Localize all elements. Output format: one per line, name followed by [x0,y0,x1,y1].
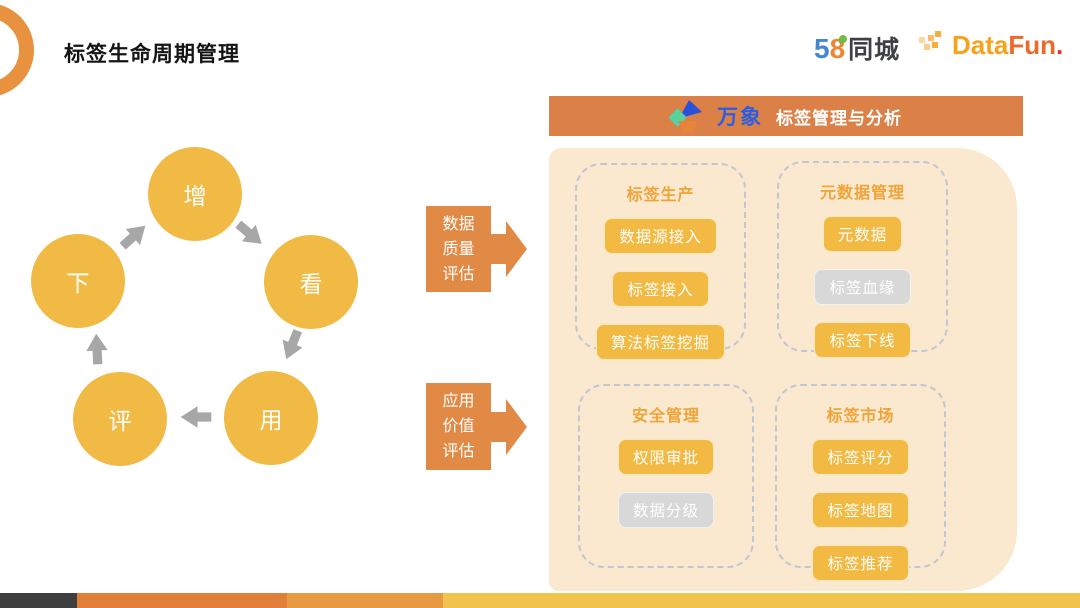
footer-stripe-orange [77,593,287,608]
datafun-dots-icon [932,42,938,48]
group-title: 标签生产 [626,187,695,204]
wanxiang-logo-orange-shape [678,121,698,132]
callout-data-quality: 数据 质量 评估 [426,206,491,292]
cycle-arrow-icon [83,331,111,366]
lifecycle-node-label: 用 [259,407,283,433]
logo-58-city: 同城 [848,36,901,64]
callout-line: 应用 [442,393,475,410]
panel-button[interactable]: 数据源接入 [604,218,717,254]
lifecycle-node-use: 用 [224,371,318,465]
cycle-arrow-icon [179,404,213,430]
58-tongcheng-logo: 5 8 同城 [814,30,900,66]
product-name: 万象 [717,106,763,129]
lifecycle-node-view: 看 [264,235,358,329]
datafun-logo: Data Fun . [932,30,1063,61]
callout-arrow-icon [506,221,527,277]
panel-body: 标签生产 数据源接入 标签接入 算法标签挖掘 元数据管理 元数据 标签血缘 标签… [549,148,1017,591]
callout-application-value: 应用 价值 评估 [426,383,491,470]
logo-58-five: 5 [814,33,830,64]
callout-line: 价值 [442,418,475,435]
lifecycle-node-evaluate: 评 [73,372,167,466]
group-metadata-management: 元数据管理 元数据 标签血缘 标签下线 [777,161,948,358]
footer-stripe-mid-orange [287,593,443,608]
callout-line: 数据 [442,215,475,233]
group-security-management: 安全管理 权限审批 数据分级 [578,384,754,568]
panel-title: 标签管理与分析 [776,108,902,128]
group-title: 安全管理 [631,408,700,425]
lifecycle-node-offline: 下 [31,234,125,328]
lifecycle-node-label: 增 [183,183,207,209]
callout-arrow-stem [490,234,506,264]
lifecycle-node-label: 下 [66,270,90,296]
group-tag-production: 标签生产 数据源接入 标签接入 算法标签挖掘 [575,163,746,360]
datafun-text-fun: Fun [1008,30,1057,60]
callout-line: 评估 [442,443,475,460]
group-title: 标签市场 [826,408,895,425]
panel-button[interactable]: 标签接入 [612,271,709,307]
lifecycle-node-label: 评 [108,408,132,434]
page-title: 标签生命周期管理 [64,43,240,66]
panel-button[interactable]: 标签下线 [814,322,911,358]
panel-button[interactable]: 权限审批 [617,439,714,475]
callout-arrow-stem [490,412,506,442]
callout-line: 质量 [442,240,475,258]
datafun-text-dot: . [1056,30,1064,60]
group-title: 元数据管理 [819,185,905,202]
lifecycle-node-add: 增 [148,147,242,241]
footer-stripe-yellow [443,593,1080,608]
panel-button[interactable]: 数据分级 [617,492,714,528]
lifecycle-node-label: 看 [299,271,323,297]
datafun-text-data: Data [952,30,1009,60]
cycle-arrow-icon [113,215,156,257]
cycle-arrow-icon [229,213,272,255]
wanxiang-logo-icon [668,100,704,132]
footer-stripe-dark [0,593,77,608]
logo-58-eight-wrap: 8 [830,33,848,65]
panel-button[interactable]: 标签评分 [812,439,909,475]
leaf-icon [839,35,848,43]
callout-arrow-icon [506,399,527,455]
panel-header: 万象 标签管理与分析 [549,96,1023,136]
panel-button[interactable]: 标签血缘 [814,269,911,305]
panel-button[interactable]: 标签推荐 [812,545,909,581]
panel-button[interactable]: 元数据 [822,216,903,252]
cycle-arrow-icon [274,324,311,365]
group-tag-market: 标签市场 标签评分 标签地图 标签推荐 [775,384,946,581]
callout-line: 评估 [442,265,475,283]
corner-ring-icon [0,3,34,97]
panel-button[interactable]: 算法标签挖掘 [595,324,725,360]
panel-button[interactable]: 标签地图 [812,492,909,528]
